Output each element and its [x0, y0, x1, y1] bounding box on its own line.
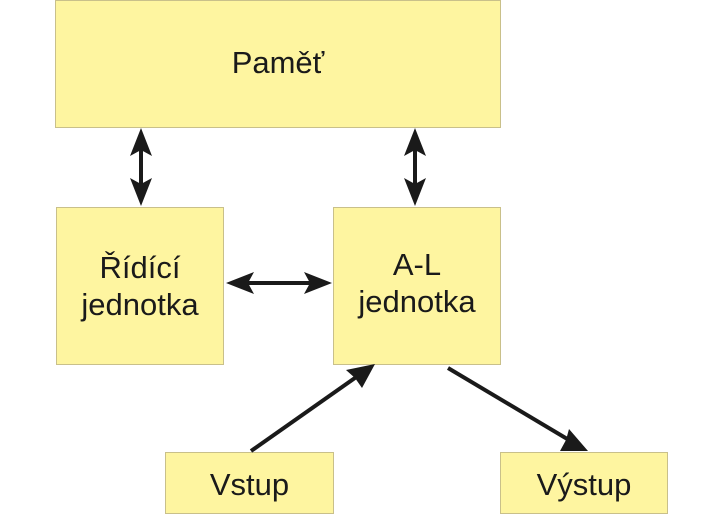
arrowhead-left-icon [226, 272, 254, 294]
edge-alu-output [446, 366, 588, 451]
control-unit-label-line1: Řídící [99, 250, 181, 285]
input-node: Vstup [165, 452, 334, 514]
alu-label-line2: jednotka [358, 284, 476, 319]
arrowhead-up-icon [404, 128, 426, 156]
edge-control-alu [226, 272, 332, 294]
edge-memory-alu [404, 128, 426, 206]
arrowhead-right-icon [304, 272, 332, 294]
arrowhead-down-icon [130, 178, 152, 206]
output-node: Výstup [500, 452, 668, 514]
input-label: Vstup [209, 466, 290, 502]
control-unit-node: Řídící jednotka [56, 207, 224, 365]
control-unit-label-line2: jednotka [81, 287, 199, 322]
arrowhead-down-icon [404, 178, 426, 206]
arrowhead-up-icon [130, 128, 152, 156]
edge-memory-control [130, 128, 152, 206]
memory-node: Paměť [55, 0, 501, 128]
arrowhead-icon [560, 429, 588, 451]
memory-label: Paměť [231, 44, 325, 80]
arrowhead-icon [346, 364, 375, 388]
edge-input-alu [249, 364, 375, 453]
output-label: Výstup [536, 466, 632, 502]
alu-label-line1: A-L [392, 247, 442, 282]
alu-node: A-L jednotka [333, 207, 501, 365]
